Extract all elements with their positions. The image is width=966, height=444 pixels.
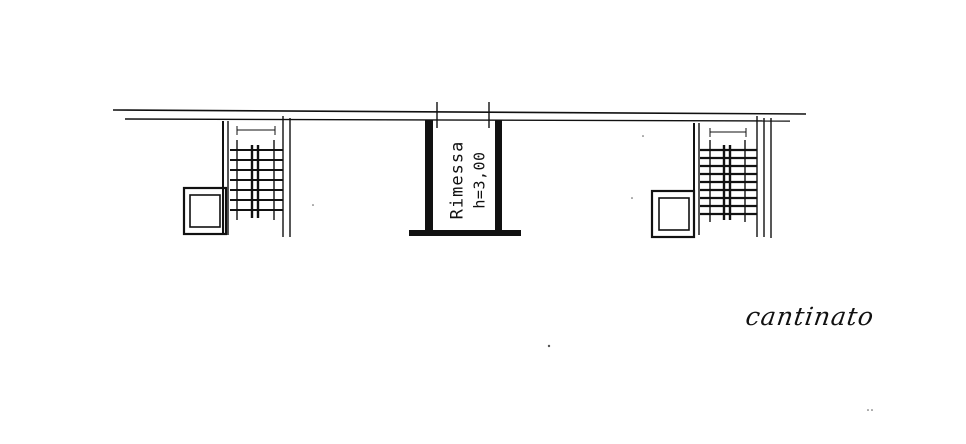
floor-level-label: cantinato	[743, 302, 877, 331]
stair-block-left	[222, 116, 291, 237]
lift-shaft-right	[650, 189, 696, 239]
stair-block-right	[693, 116, 772, 238]
top-wall	[112, 109, 807, 122]
garage-room	[409, 102, 521, 236]
scan-specks	[312, 135, 873, 411]
garage-label: Rimessa h=3,00	[438, 132, 498, 228]
lift-shaft-left	[182, 186, 228, 236]
room-name: Rimessa	[447, 140, 467, 220]
room-height: h=3,00	[470, 151, 488, 209]
